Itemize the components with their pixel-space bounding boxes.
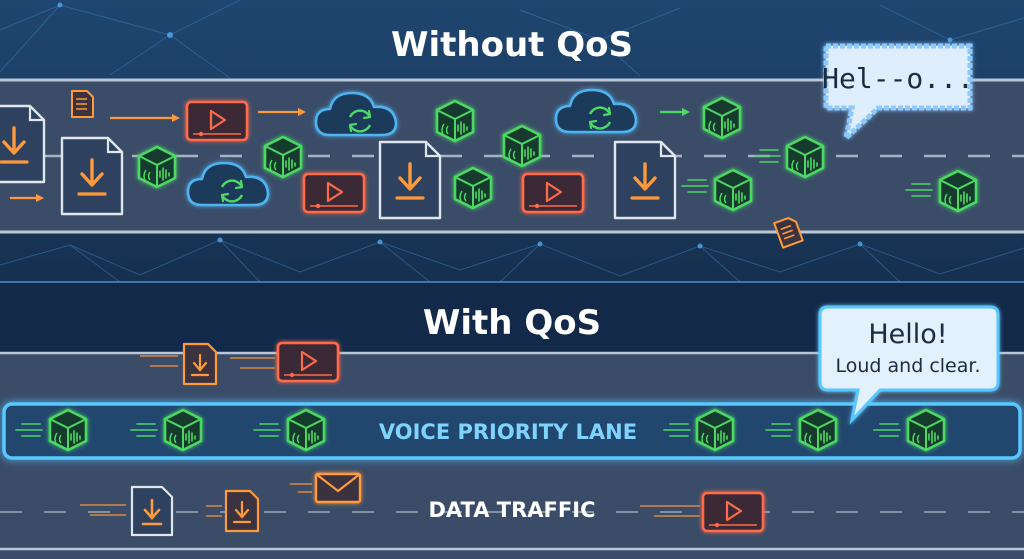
download-file-icon: [182, 342, 218, 386]
voice-packet-icon: [798, 408, 838, 452]
voice-packet-icon: [702, 96, 742, 140]
voice-packet-icon: [137, 145, 177, 189]
voice-packet-icon: [435, 99, 475, 143]
clear-speech-line2: Loud and clear.: [836, 355, 981, 377]
without-qos-title: Without QoS: [391, 25, 633, 65]
with-qos-title: With QoS: [423, 303, 601, 343]
clear-speech-bubble: Hello! Loud and clear.: [818, 305, 1000, 425]
flow-arrows: [10, 108, 306, 202]
download-file-icon: [613, 140, 677, 220]
download-file-icon: [130, 485, 174, 537]
voice-priority-lane-label: VOICE PRIORITY LANE: [379, 420, 637, 444]
data-traffic-label: DATA TRAFFIC: [429, 498, 596, 522]
clear-speech-line1: Hello!: [868, 319, 947, 350]
video-icon: [276, 341, 340, 383]
motion-streaks: [140, 355, 275, 369]
video-icon: [185, 100, 249, 142]
motion-streaks: [80, 483, 700, 517]
voice-packet-icon: [286, 408, 326, 452]
video-icon: [521, 172, 585, 214]
voice-priority-lane: [2, 402, 1022, 460]
voice-packet-icon: [695, 408, 735, 452]
network-nodes: [57, 2, 953, 249]
choppy-speech-text: Hel--o...: [822, 62, 974, 95]
voice-packet-icon: [906, 408, 946, 452]
email-icon: [314, 472, 362, 504]
voice-packet-icon: [263, 135, 303, 179]
voice-packet-icon: [48, 408, 88, 452]
download-file-icon: [224, 489, 260, 533]
video-icon: [701, 491, 765, 533]
choppy-speech-bubble: Hel--o...: [822, 43, 974, 146]
video-icon: [302, 172, 366, 214]
voice-packet-icon: [785, 135, 825, 179]
voice-packet-icon: [713, 168, 753, 212]
voice-packet-icon: [502, 124, 542, 168]
voice-packet-icon: [938, 169, 978, 213]
download-file-icon: [378, 140, 442, 220]
voice-packet-icon: [163, 408, 203, 452]
document-icon: [71, 90, 94, 118]
download-file-icon: [60, 136, 124, 216]
flow-arrows-green: [660, 108, 690, 116]
download-file-icon: [0, 104, 46, 184]
voice-packet-icon: [453, 166, 493, 210]
